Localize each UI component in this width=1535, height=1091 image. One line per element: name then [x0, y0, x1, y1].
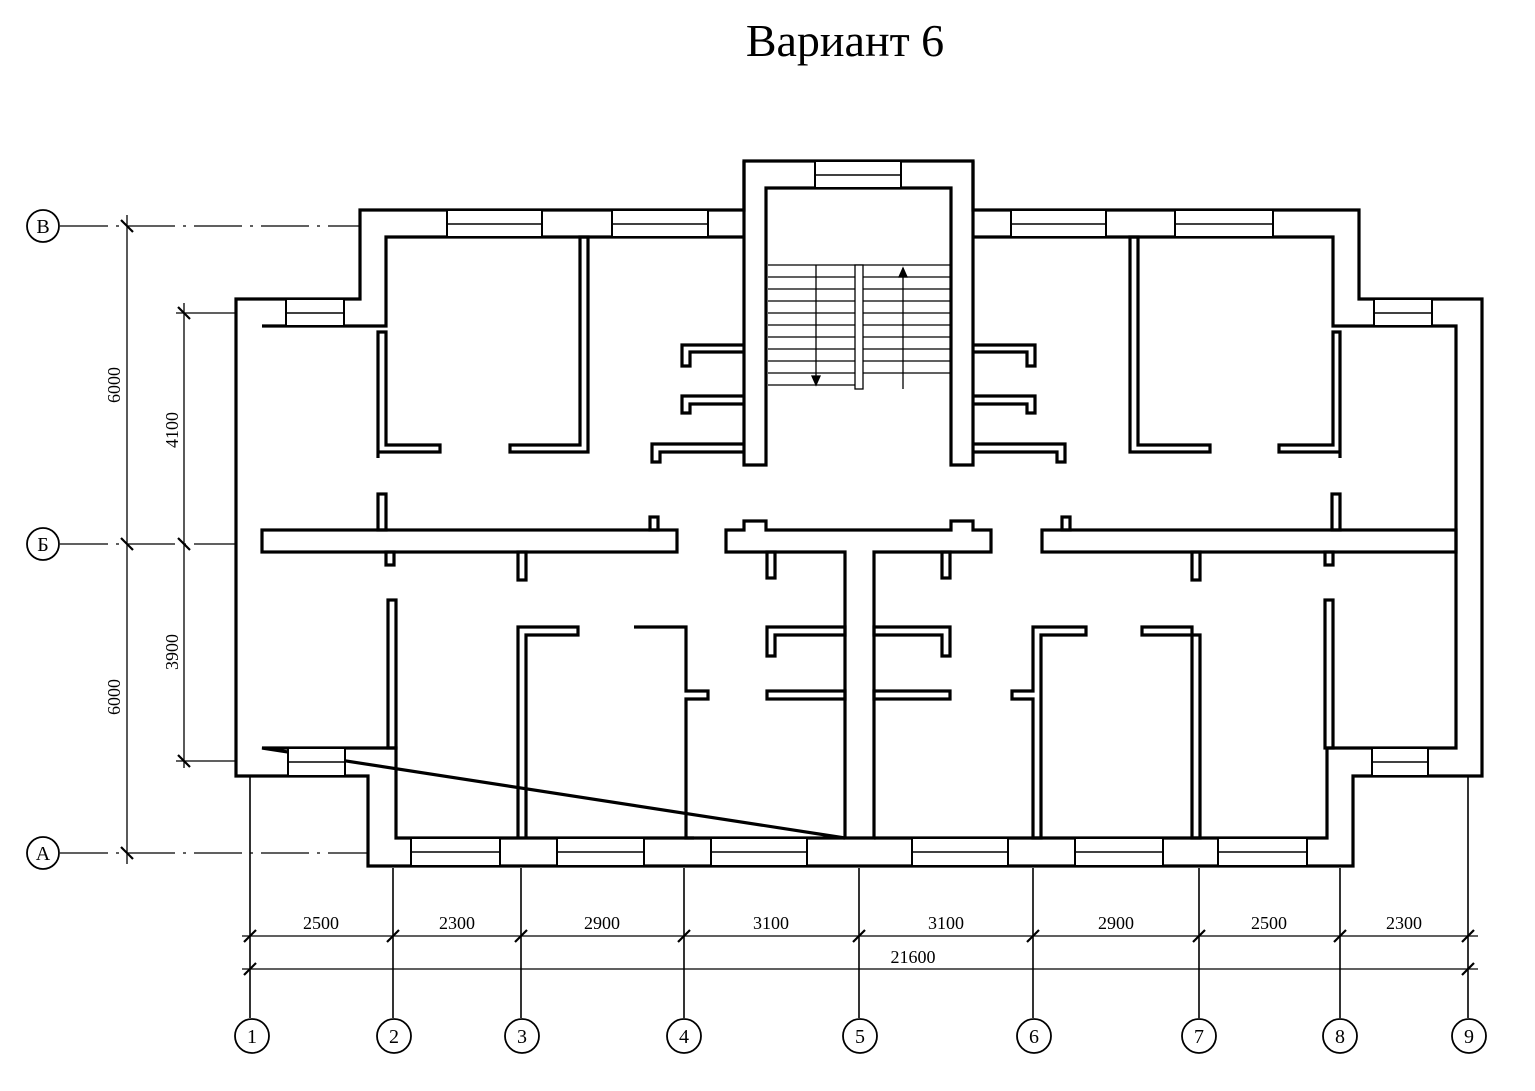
dim-span-4-5: 3100	[753, 913, 789, 933]
horizontal-dimensions	[242, 929, 1478, 976]
axis-bubble-3: 3	[504, 1018, 540, 1054]
drawing-title: Вариант 6	[745, 15, 945, 66]
svg-text:А: А	[36, 843, 51, 865]
dim-row-upper-outer: 6000	[104, 367, 124, 403]
corridor-walls	[260, 492, 1458, 840]
dim-span-2-3: 2300	[439, 913, 475, 933]
axis-bubble-9: 9	[1451, 1018, 1487, 1054]
axis-bubble-4: 4	[666, 1018, 702, 1054]
stair-shaft	[742, 161, 975, 467]
dim-row-lower-inner: 3900	[162, 634, 182, 670]
svg-text:4: 4	[679, 1026, 689, 1048]
svg-text:2: 2	[389, 1026, 399, 1048]
dim-span-1-2: 2500	[303, 913, 339, 933]
axis-bubble-1: 1	[234, 1018, 270, 1054]
axis-bubble-7: 7	[1181, 1018, 1217, 1054]
svg-text:1: 1	[247, 1026, 257, 1048]
axis-bubble-5: 5	[842, 1018, 878, 1054]
vertical-dimensions	[120, 215, 236, 864]
row-axis-lines	[60, 225, 368, 854]
axis-bubble-2: 2	[376, 1018, 412, 1054]
axis-bubble-6: 6	[1016, 1018, 1052, 1054]
svg-text:6: 6	[1029, 1026, 1039, 1048]
dim-span-7-8: 2500	[1251, 913, 1287, 933]
svg-text:В: В	[36, 216, 49, 238]
upper-partitions	[376, 235, 1342, 464]
svg-text:Б: Б	[37, 534, 48, 556]
axis-bubble-8: 8	[1322, 1018, 1358, 1054]
axis-bubble-v: В	[26, 209, 60, 243]
dim-span-6-7: 2900	[1098, 913, 1134, 933]
dim-span-3-4: 2900	[584, 913, 620, 933]
dim-span-5-6: 3100	[928, 913, 964, 933]
svg-text:9: 9	[1464, 1026, 1474, 1048]
column-axis-lines	[249, 776, 1469, 1018]
lower-partitions	[386, 598, 1335, 840]
dim-span-8-9: 2300	[1386, 913, 1422, 933]
axis-bubble-a: А	[26, 836, 60, 870]
windows	[285, 160, 1433, 867]
axis-bubble-b: Б	[26, 527, 60, 561]
svg-text:7: 7	[1194, 1026, 1204, 1048]
svg-text:5: 5	[855, 1026, 865, 1048]
dim-row-lower-outer: 6000	[104, 679, 124, 715]
svg-text:8: 8	[1335, 1026, 1345, 1048]
svg-text:3: 3	[517, 1026, 527, 1048]
dim-row-upper-inner: 4100	[162, 412, 182, 448]
dim-total: 21600	[891, 947, 936, 967]
